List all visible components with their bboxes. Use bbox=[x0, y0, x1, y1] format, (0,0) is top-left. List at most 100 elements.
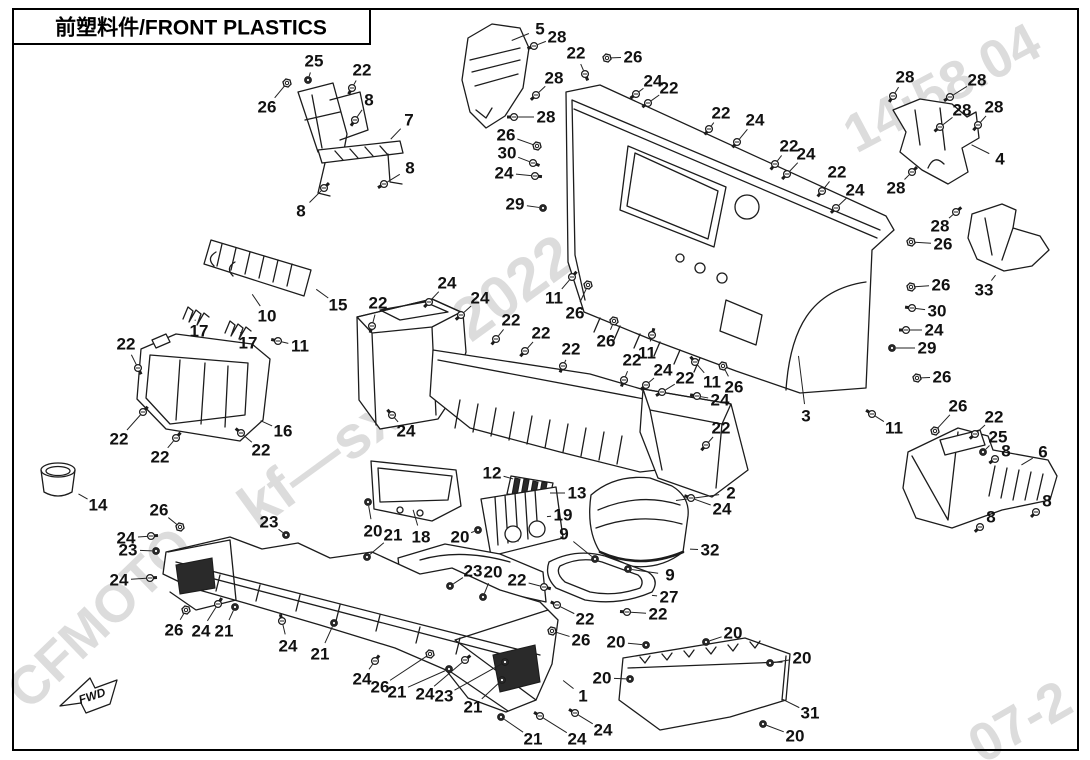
callout-2: 2 bbox=[675, 484, 736, 503]
leader-line bbox=[515, 173, 532, 177]
part-18-tray bbox=[370, 460, 462, 522]
callout-number-28: 28 bbox=[887, 179, 906, 198]
callout-17: 17 bbox=[190, 319, 208, 341]
leader-line bbox=[694, 498, 711, 506]
callout-26: 26 bbox=[150, 501, 185, 532]
callout-5: 5 bbox=[511, 20, 545, 41]
callout-number-28: 28 bbox=[545, 69, 564, 88]
callout-11: 11 bbox=[865, 408, 903, 438]
nut-icon bbox=[282, 78, 292, 88]
clip-icon bbox=[497, 713, 505, 721]
callout-number-22: 22 bbox=[508, 571, 527, 590]
callout-3: 3 bbox=[798, 355, 811, 426]
leader-line bbox=[528, 582, 541, 587]
callout-22: 22 bbox=[769, 137, 798, 171]
callout-29: 29 bbox=[888, 339, 937, 358]
clip-icon bbox=[591, 555, 599, 563]
bolt-icon bbox=[550, 600, 562, 610]
callout-number-26: 26 bbox=[624, 48, 643, 67]
bolt-icon bbox=[731, 137, 742, 149]
clip-icon bbox=[979, 448, 987, 456]
clip-icon bbox=[282, 531, 290, 539]
bolt-icon bbox=[865, 408, 877, 419]
leader-line bbox=[824, 181, 830, 189]
callout-26: 26 bbox=[258, 78, 292, 117]
callout-23: 23 bbox=[435, 658, 509, 706]
leader-line bbox=[471, 530, 475, 534]
leader-line bbox=[573, 541, 593, 557]
callout-number-23: 23 bbox=[435, 687, 454, 706]
callout-22: 22 bbox=[619, 351, 642, 388]
callout-28: 28 bbox=[933, 101, 971, 133]
bolt-icon bbox=[519, 346, 530, 358]
callout-8: 8 bbox=[296, 181, 331, 221]
callout-number-14: 14 bbox=[89, 496, 108, 515]
bolt-icon bbox=[528, 158, 541, 168]
callout-number-12: 12 bbox=[483, 464, 502, 483]
bolt-icon bbox=[655, 387, 667, 397]
callout-number-26: 26 bbox=[150, 501, 169, 520]
leader-line bbox=[308, 72, 311, 77]
bolt-icon bbox=[507, 112, 519, 122]
callout-number-20: 20 bbox=[793, 649, 812, 668]
callout-number-28: 28 bbox=[931, 217, 950, 236]
callout-number-22: 22 bbox=[649, 605, 668, 624]
leader-line bbox=[281, 341, 289, 344]
callout-31: 31 bbox=[781, 698, 819, 723]
leader-line bbox=[239, 331, 242, 334]
bolt-icon bbox=[943, 92, 955, 102]
callout-22: 22 bbox=[816, 163, 846, 198]
clip-icon bbox=[479, 593, 487, 601]
bolt-icon bbox=[558, 361, 568, 373]
callout-number-24: 24 bbox=[117, 529, 136, 548]
bolt-icon bbox=[619, 607, 632, 617]
leader-line bbox=[555, 631, 570, 637]
callout-20: 20 bbox=[364, 498, 382, 541]
callout-18: 18 bbox=[412, 509, 430, 547]
bolt-icon bbox=[454, 310, 466, 321]
leader-line bbox=[675, 494, 720, 501]
leader-line bbox=[625, 370, 629, 377]
leader-line bbox=[431, 291, 440, 300]
bolt-icon bbox=[349, 115, 360, 127]
callout-number-11: 11 bbox=[638, 344, 656, 363]
callout-number-22: 22 bbox=[623, 351, 642, 370]
nut-icon bbox=[181, 605, 191, 615]
leader-line bbox=[324, 626, 333, 644]
callout-24: 24 bbox=[117, 529, 159, 548]
bolt-icon bbox=[907, 165, 919, 177]
bolt-icon bbox=[213, 597, 223, 609]
callout-26: 26 bbox=[906, 235, 952, 254]
leader-line bbox=[389, 655, 427, 681]
leader-line bbox=[484, 582, 490, 594]
callout-30: 30 bbox=[904, 302, 946, 321]
leader-line bbox=[538, 85, 546, 93]
callout-number-7: 7 bbox=[404, 111, 413, 130]
callout-number-22: 22 bbox=[712, 104, 731, 123]
callout-24: 24 bbox=[110, 571, 158, 590]
leader-line bbox=[649, 338, 652, 342]
leader-line bbox=[773, 659, 791, 663]
callout-8: 8 bbox=[377, 159, 415, 189]
callout-number-23: 23 bbox=[260, 513, 279, 532]
callout-number-29: 29 bbox=[918, 339, 937, 358]
bolt-icon bbox=[619, 375, 629, 388]
bolt-icon bbox=[171, 431, 182, 443]
bolt-icon bbox=[933, 122, 945, 133]
clip-icon bbox=[446, 582, 454, 590]
bolt-icon bbox=[972, 120, 983, 132]
title-box bbox=[12, 8, 371, 45]
clip-icon bbox=[642, 641, 650, 649]
leader-line bbox=[630, 611, 647, 614]
callout-21: 21 bbox=[363, 526, 402, 561]
part-14-cup bbox=[40, 462, 76, 497]
callout-28: 28 bbox=[943, 71, 986, 102]
callout-22: 22 bbox=[234, 427, 270, 460]
leader-line bbox=[282, 624, 286, 635]
bolt-icon bbox=[899, 325, 911, 335]
callout-number-20: 20 bbox=[607, 633, 626, 652]
callout-10: 10 bbox=[251, 294, 276, 326]
leader-line bbox=[498, 329, 504, 337]
callout-number-8: 8 bbox=[364, 91, 373, 110]
bolt-icon bbox=[689, 391, 702, 401]
